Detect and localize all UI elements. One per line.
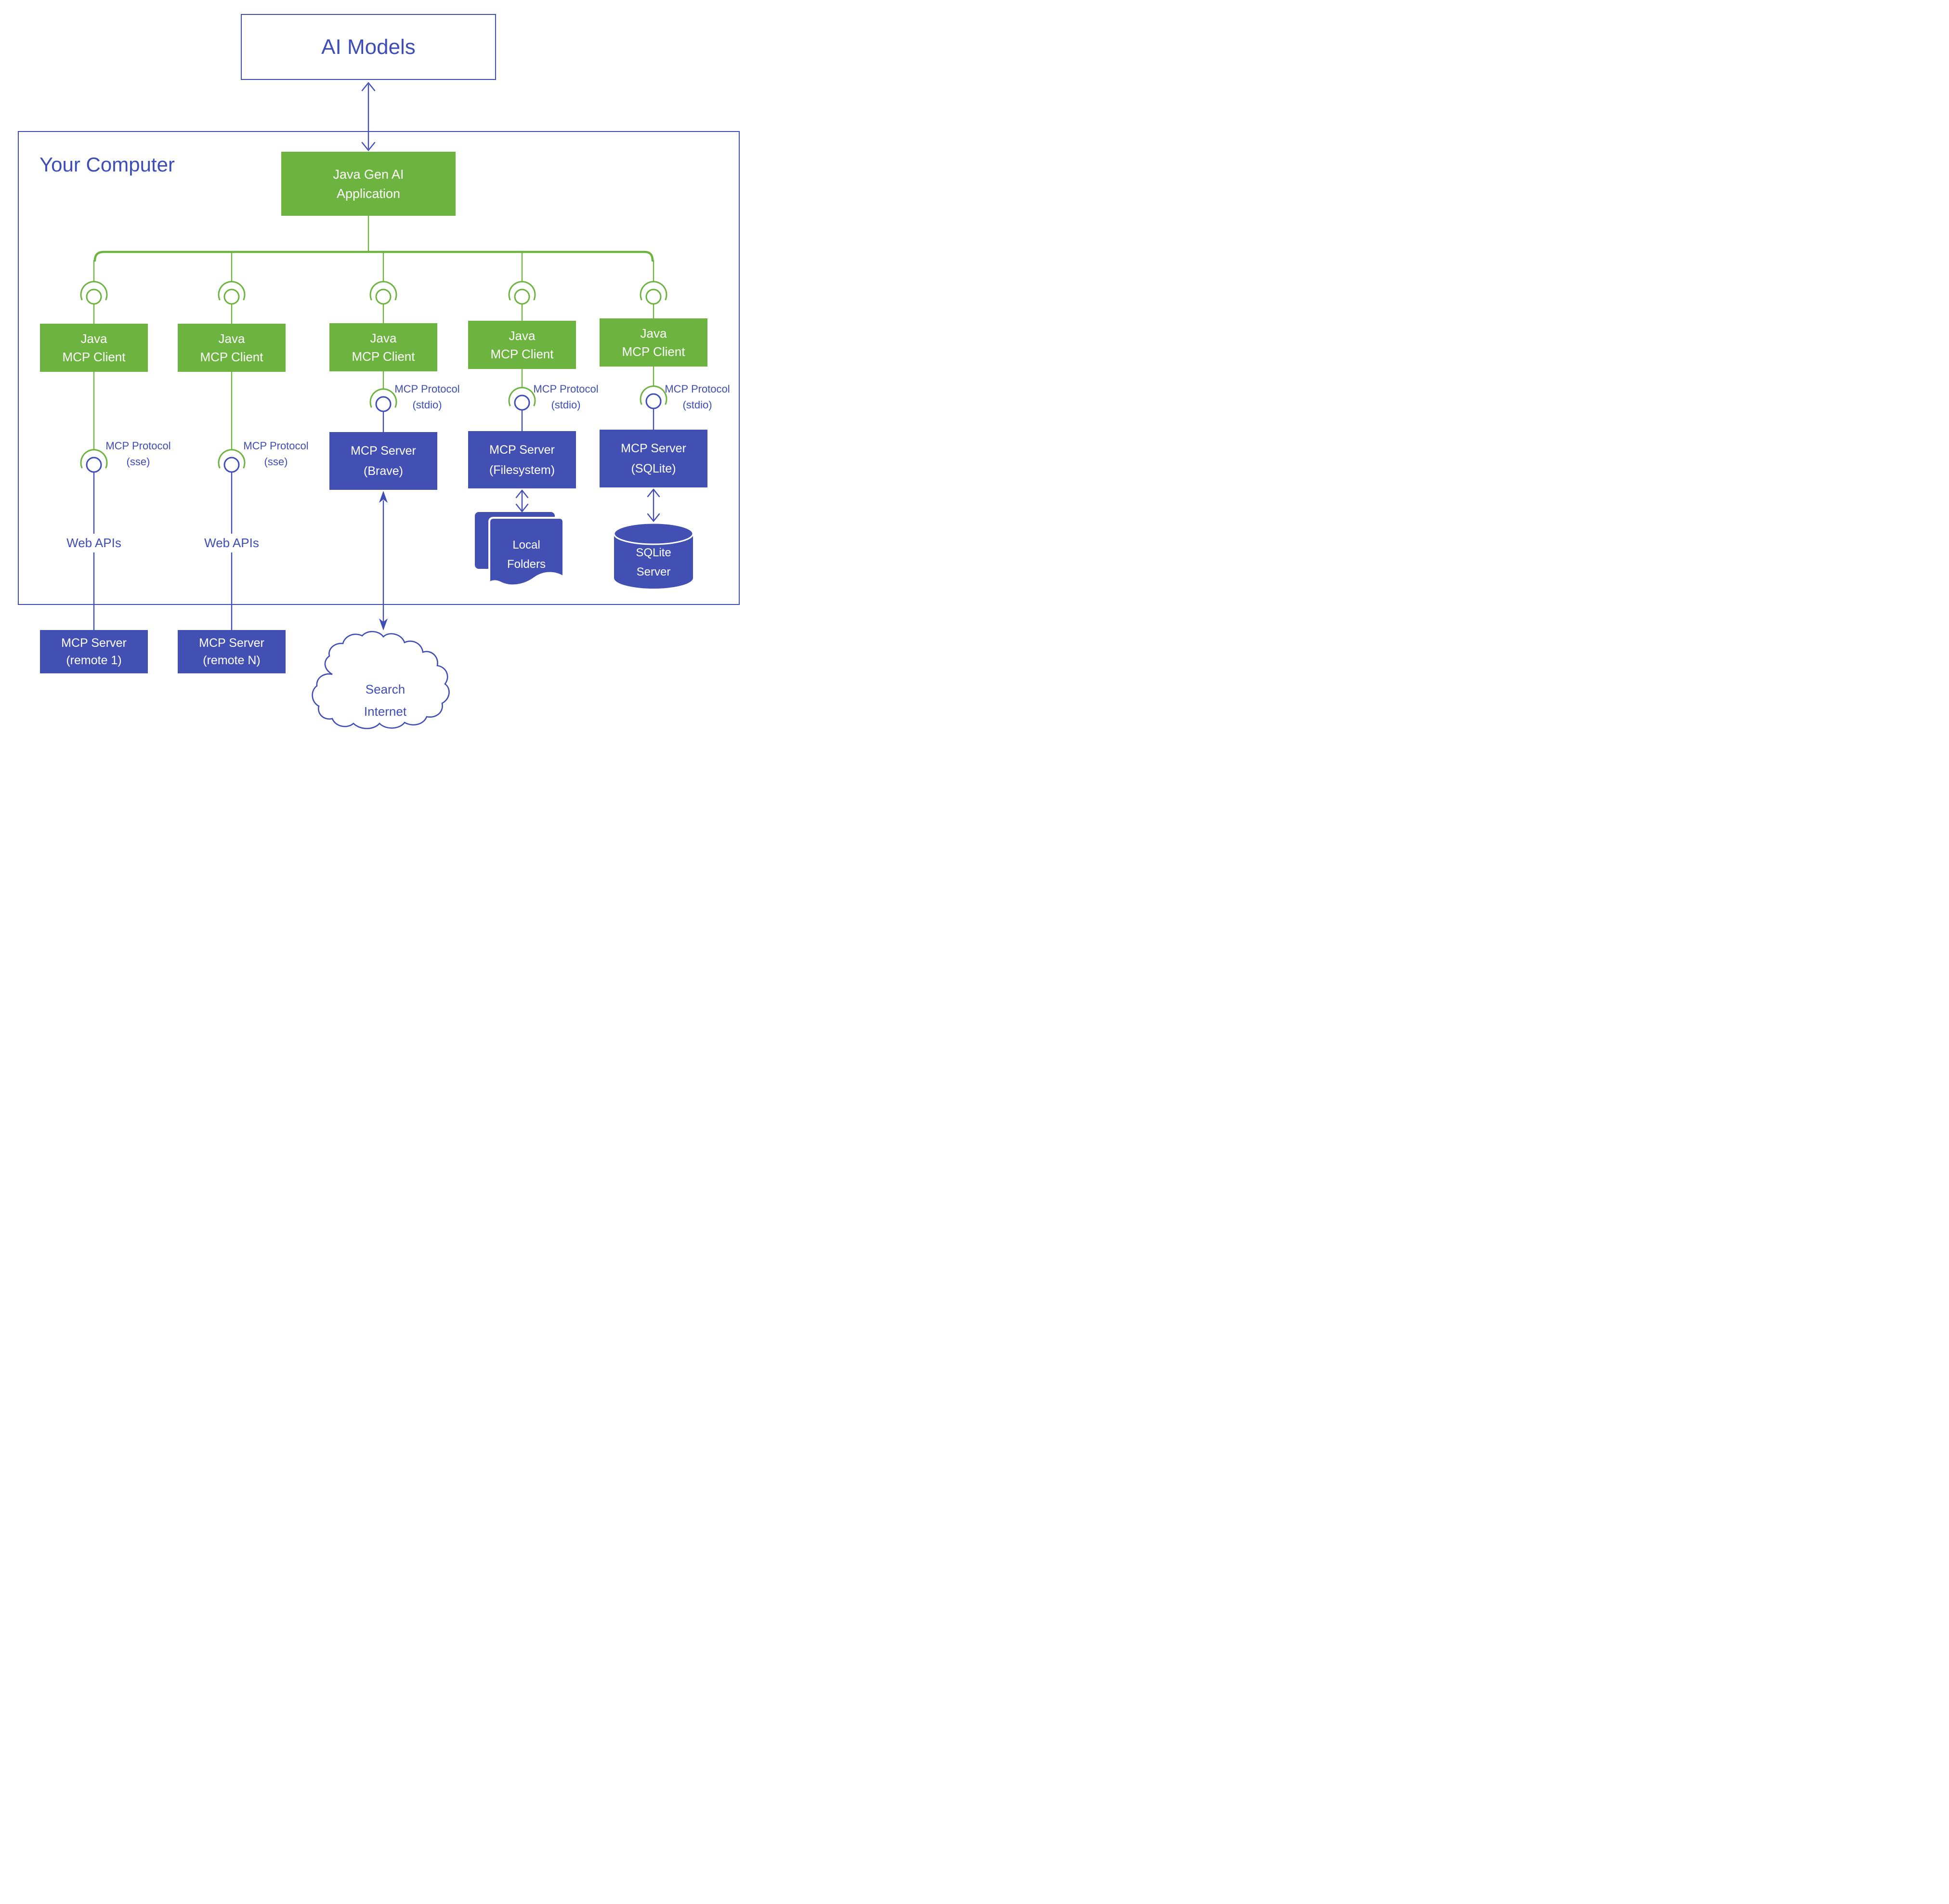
app-label-line2: Application: [336, 186, 401, 201]
ai-models-box: AI Models: [241, 14, 496, 80]
server-filesystem-line1: MCP Server: [489, 443, 555, 457]
remote-n-line2: (remote N): [203, 654, 261, 667]
client-3-line2: MCP Client: [352, 349, 415, 364]
mcp-client-box-2: Java MCP Client: [178, 324, 286, 372]
client-socket-icon-3: [369, 281, 397, 324]
mcp-protocol-connector-1: [80, 371, 108, 631]
mcp-server-filesystem-box: MCP Server (Filesystem): [468, 431, 576, 488]
client-socket-icon-2: [218, 281, 246, 325]
protocol-label-4: MCP Protocol (stdio): [530, 381, 602, 413]
app-client-tree: [93, 215, 654, 283]
mcp-server-remoteN-box: MCP Server (remote N): [178, 630, 286, 673]
ai-app-arrow-icon: [361, 82, 376, 151]
brave-internet-arrow-icon: [379, 491, 388, 630]
app-box: Java Gen AI Application: [281, 152, 456, 216]
protocol-label-1: MCP Protocol (sse): [102, 438, 174, 470]
server-brave-line2: (Brave): [364, 464, 403, 478]
mcp-server-remote1-box: MCP Server (remote 1): [40, 630, 148, 673]
client-4-line1: Java: [509, 328, 536, 343]
server-filesystem-line2: (Filesystem): [489, 463, 555, 477]
client-1-line1: Java: [80, 331, 107, 346]
protocol-3-line2: (stdio): [412, 399, 442, 411]
client-1-line2: MCP Client: [62, 350, 126, 364]
protocol-1-line2: (sse): [126, 456, 150, 468]
client-2-line2: MCP Client: [200, 350, 263, 364]
sqlite-server-label: SQLite Server: [636, 546, 671, 578]
mcp-server-sqlite-box: MCP Server (SQLite): [600, 430, 707, 487]
mcp-protocol-connector-4: [508, 368, 536, 432]
protocol-2-line2: (sse): [264, 456, 288, 468]
protocol-label-2: MCP Protocol (sse): [240, 438, 312, 470]
protocol-1-line1: MCP Protocol: [105, 440, 171, 452]
client-socket-icon-5: [640, 281, 667, 319]
local-folders-label: Local Folders: [507, 538, 546, 571]
protocol-2-line1: MCP Protocol: [243, 440, 309, 452]
web-apis-label-2: Web APIs: [200, 534, 263, 552]
protocol-4-line2: (stdio): [551, 399, 581, 411]
client-5-line2: MCP Client: [622, 344, 685, 359]
client-2-line1: Java: [218, 331, 245, 346]
mcp-client-box-1: Java MCP Client: [40, 324, 148, 372]
app-label-line1: Java Gen AI: [333, 167, 404, 182]
protocol-4-line1: MCP Protocol: [533, 383, 599, 395]
server-sqlite-line1: MCP Server: [621, 442, 686, 455]
cloud-icon: [312, 630, 450, 729]
protocol-label-3: MCP Protocol (stdio): [391, 381, 463, 413]
mcp-client-box-4: Java MCP Client: [468, 321, 576, 369]
client-socket-icon-4: [508, 281, 536, 322]
mcp-server-brave-box: MCP Server (Brave): [329, 432, 437, 490]
protocol-5-line1: MCP Protocol: [665, 383, 730, 395]
your-computer-title: Your Computer: [39, 153, 175, 176]
client-5-line1: Java: [640, 326, 667, 341]
protocol-label-5: MCP Protocol (stdio): [661, 381, 733, 413]
remote-1-line1: MCP Server: [61, 636, 127, 650]
your-computer-container: [18, 131, 740, 605]
protocol-5-line2: (stdio): [682, 399, 712, 411]
server-sqlite-line2: (SQLite): [631, 462, 676, 475]
database-cylinder-icon: [613, 522, 694, 589]
mcp-protocol-connector-5: [640, 366, 667, 431]
client-3-line1: Java: [370, 331, 397, 345]
mcp-protocol-connector-3: [369, 370, 397, 433]
ai-models-label: AI Models: [321, 35, 416, 59]
search-internet-label: Search Internet: [364, 682, 407, 719]
remote-n-line1: MCP Server: [199, 636, 264, 650]
mcp-client-box-3: Java MCP Client: [329, 323, 437, 371]
protocol-3-line1: MCP Protocol: [394, 383, 460, 395]
server-brave-line1: MCP Server: [351, 444, 416, 458]
filesystem-folders-arrow-icon: [515, 489, 529, 512]
mcp-protocol-connector-2: [218, 371, 246, 631]
mcp-client-box-5: Java MCP Client: [600, 318, 707, 367]
diagram-canvas: Your Computer: [0, 0, 751, 734]
web-apis-label-1: Web APIs: [63, 534, 125, 552]
client-4-line2: MCP Client: [490, 347, 554, 361]
connector-layer: [80, 82, 694, 729]
folders-icon: [475, 512, 564, 587]
client-socket-icon-1: [80, 281, 108, 325]
sqlite-db-arrow-icon: [647, 488, 660, 522]
remote-1-line2: (remote 1): [66, 654, 122, 667]
